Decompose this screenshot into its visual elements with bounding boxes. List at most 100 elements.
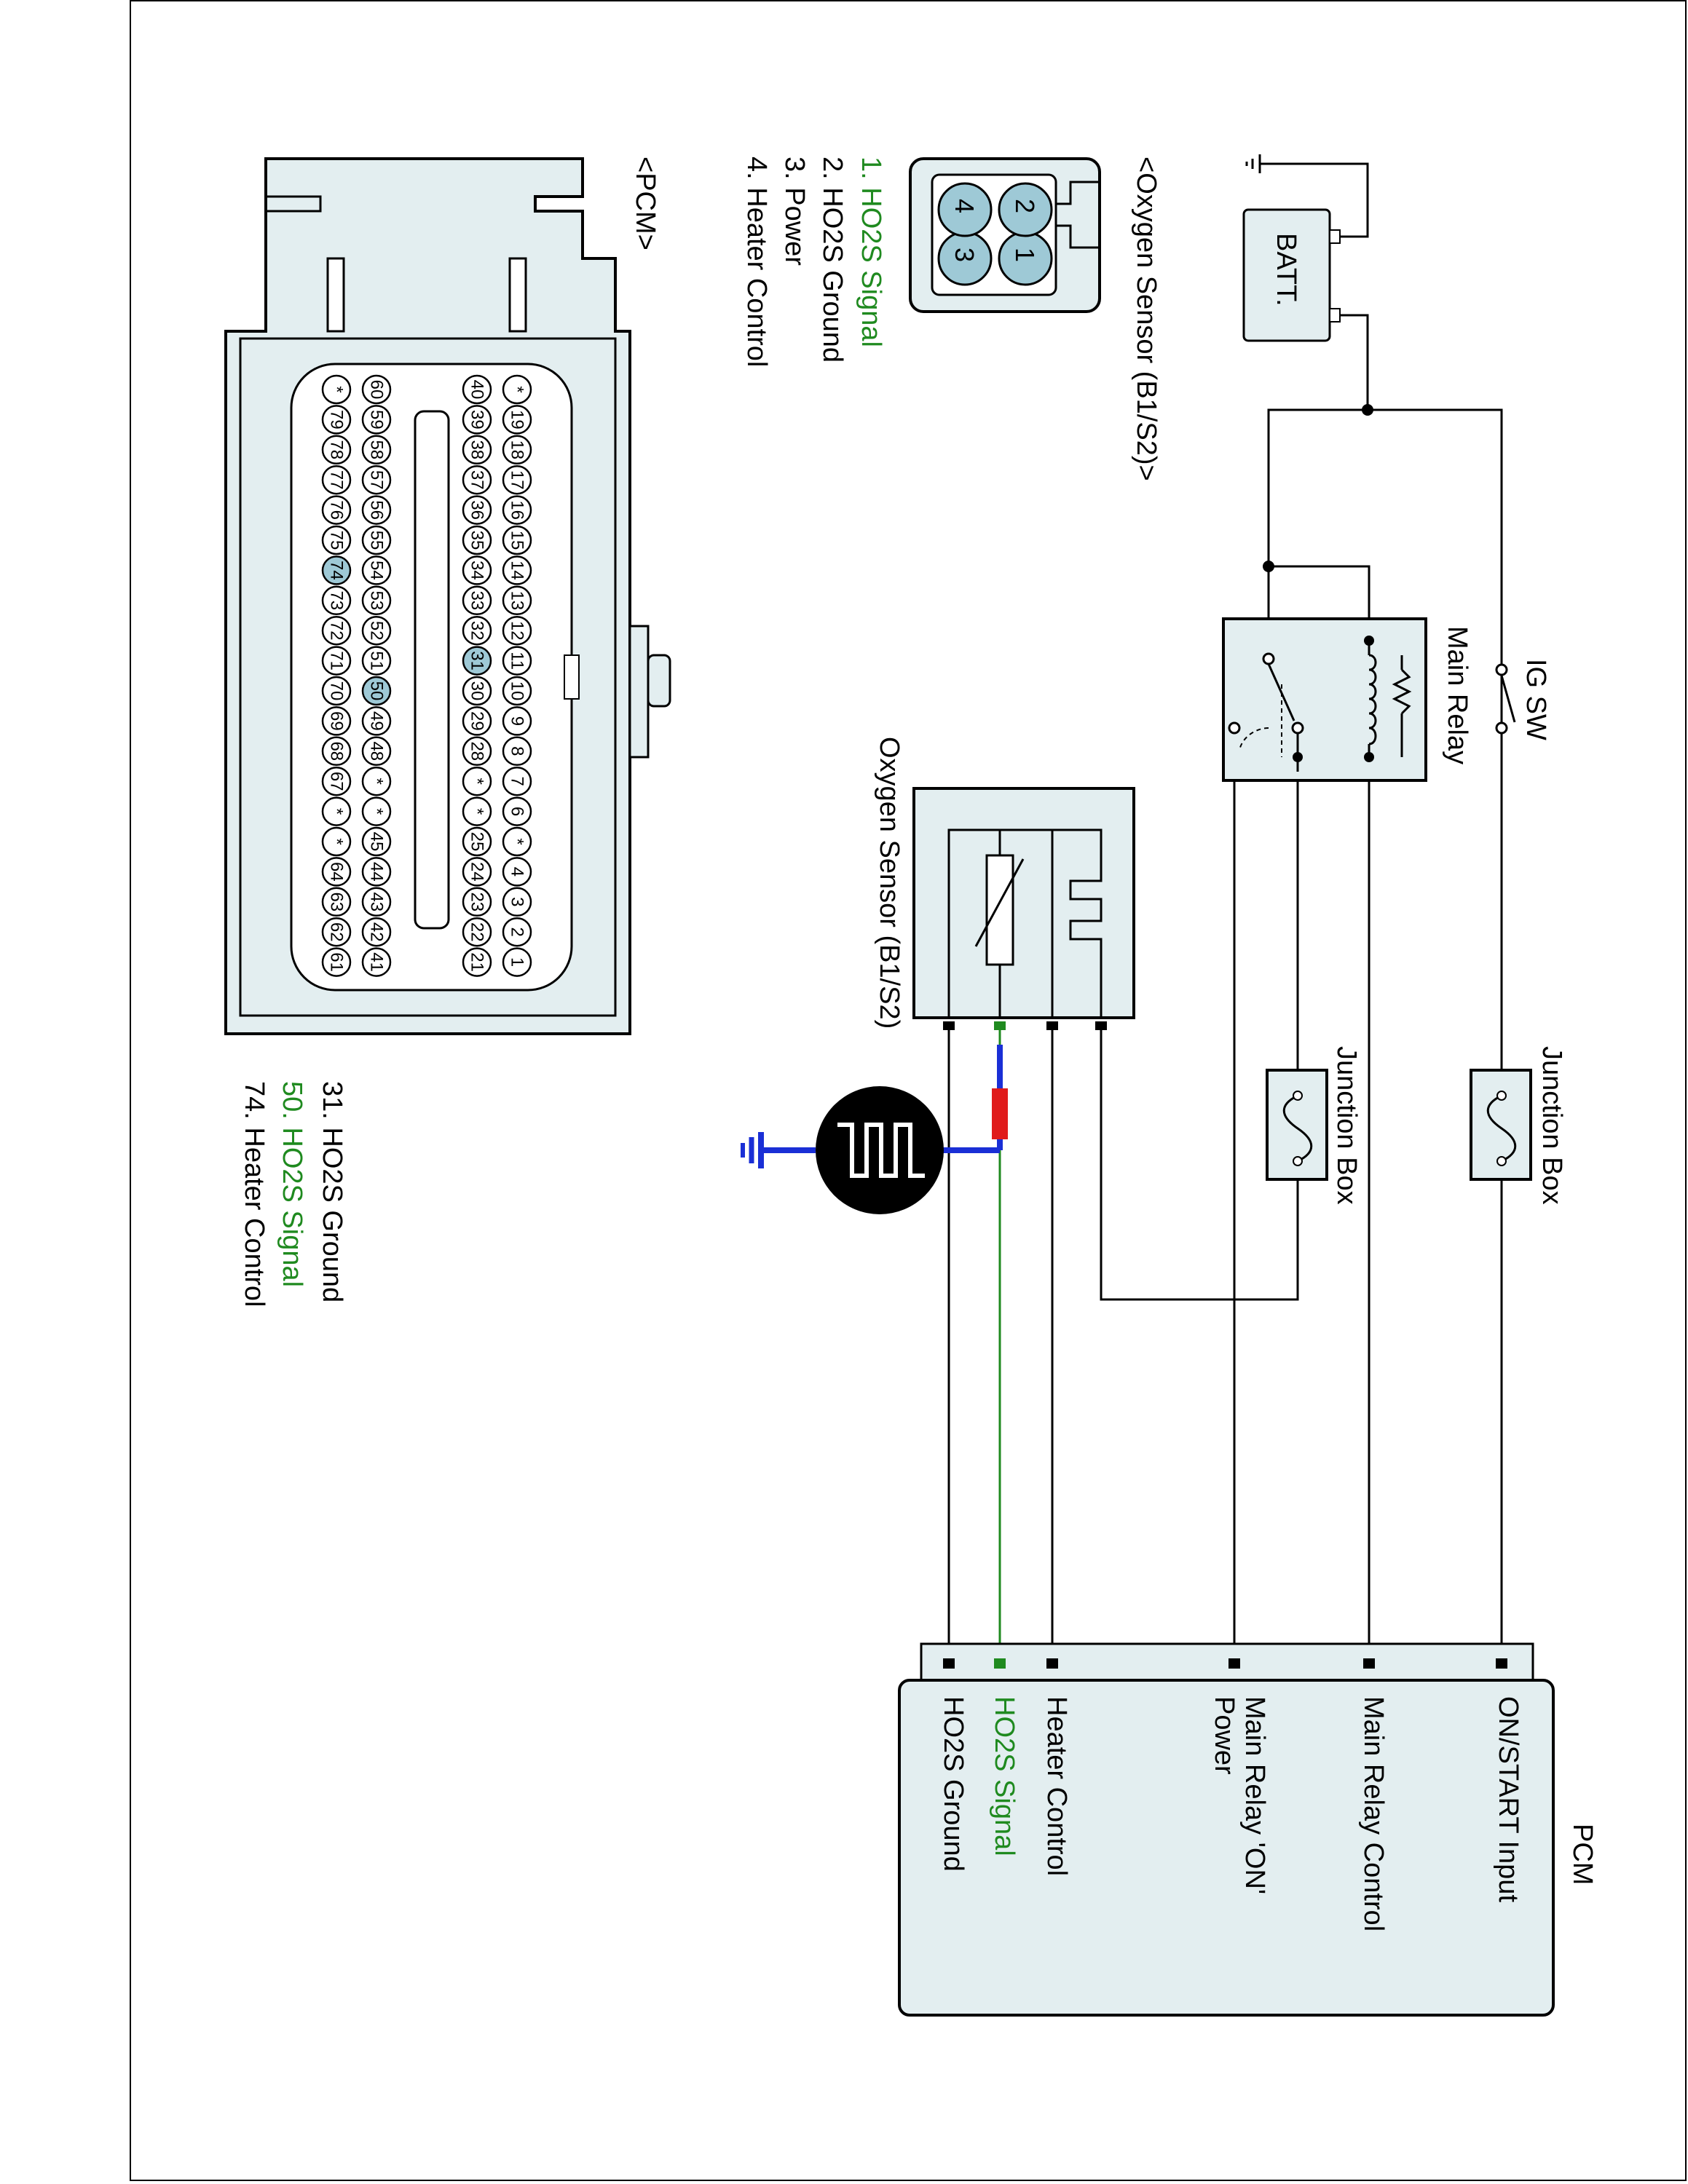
pcm-pin-label-ho2s-signal: HO2S Signal xyxy=(989,1696,1019,1856)
sensor-legend-4: 4. Heater Control xyxy=(741,157,772,368)
pcm-pin-label: 79 xyxy=(327,410,347,430)
pcm-pin-74 xyxy=(321,555,352,585)
battery xyxy=(1242,208,1341,342)
pcm-pin-label: 15 xyxy=(508,531,527,550)
pcm-pin-label: 17 xyxy=(508,470,527,490)
pcm-pin-unused xyxy=(502,826,532,857)
pcm-pin-9 xyxy=(502,706,532,736)
pcm-pin-label: 4 xyxy=(508,867,527,877)
pcm-legend-74: 74. Heater Control xyxy=(239,1081,269,1307)
oxygen-sensor xyxy=(912,787,1135,1030)
pcm-pin-label: 30 xyxy=(468,681,487,701)
pcm-pin-18 xyxy=(502,435,532,465)
pcm-pin-25 xyxy=(462,826,492,857)
pcm-pin-54 xyxy=(361,555,392,585)
pcm-pin-41 xyxy=(361,947,392,977)
pcm-pin-59 xyxy=(361,405,392,435)
pcm-pin-label: 62 xyxy=(327,922,347,942)
pcm-pin-label: 2 xyxy=(508,927,527,937)
wire-bus-relay xyxy=(1267,408,1368,619)
pcm-connector-face xyxy=(224,157,671,1035)
pcm-pin-label: 75 xyxy=(327,531,347,550)
pcm-pin-label: 39 xyxy=(468,410,487,430)
sensor-connector-title: <Oxygen Sensor (B1/S2)> xyxy=(1131,157,1162,481)
pcm-pin-label: 68 xyxy=(327,741,347,761)
pcm-pin-label: 36 xyxy=(468,500,487,520)
pcm-pin-39 xyxy=(462,405,492,435)
pcm-pin-label: 9 xyxy=(508,716,527,726)
pcm-pin-36 xyxy=(462,495,492,525)
pcm-pin-label: 42 xyxy=(367,922,387,942)
pcm-pin-16 xyxy=(502,495,532,525)
pcm-pin-76 xyxy=(321,495,352,525)
pcm-pin-48 xyxy=(361,736,392,767)
pcm-pin-label: 54 xyxy=(367,561,387,580)
pcm-pin-label: 43 xyxy=(367,892,387,911)
pcm-pin-45 xyxy=(361,826,392,857)
pcm-pin-52 xyxy=(361,615,392,646)
pcm-pin-label: 51 xyxy=(367,651,387,670)
pcm-pin-label: * xyxy=(367,808,387,815)
pcm-pin-unused xyxy=(462,766,492,796)
pcm-pin-label: 19 xyxy=(508,410,527,430)
pcm-pin-2 xyxy=(502,917,532,947)
pcm-pin-75 xyxy=(321,525,352,555)
pcm-pin-label: 24 xyxy=(468,862,487,882)
pcm-pin-30 xyxy=(462,676,492,706)
pcm-pin-69 xyxy=(321,706,352,736)
pcm-pin-label: 23 xyxy=(468,892,487,911)
shield xyxy=(741,1045,1008,1214)
pcm-pin-64 xyxy=(321,857,352,887)
pcm-pin-unused xyxy=(361,796,392,826)
pcm-pin-label: 44 xyxy=(367,862,387,882)
pcm-pin-55 xyxy=(361,525,392,555)
pcm-pin-34 xyxy=(462,555,492,585)
pcm-pin-11 xyxy=(502,646,532,676)
pcm-pin-32 xyxy=(462,615,492,646)
pcm-pin-61 xyxy=(321,947,352,977)
pcm-pin-35 xyxy=(462,525,492,555)
pcm-pin-label-ho2s-ground: HO2S Ground xyxy=(938,1696,969,1872)
page-frame xyxy=(130,0,1687,2181)
pcm-pin-label: 21 xyxy=(468,952,487,972)
ground-symbol xyxy=(1245,154,1261,173)
pcm-pin-3 xyxy=(502,887,532,917)
pcm-pin-label: 60 xyxy=(367,380,387,400)
pcm-pin-10 xyxy=(502,676,532,706)
pcm-pin-label: * xyxy=(468,808,487,815)
pcm-pin-label: 64 xyxy=(327,862,347,882)
sensor-legend-3: 3. Power xyxy=(779,157,810,266)
pcm-pin-label: 77 xyxy=(327,470,347,490)
main-relay-label: Main Relay xyxy=(1442,626,1472,765)
pcm-pin-label: * xyxy=(508,838,527,844)
wire-relay-coil-feed xyxy=(1269,565,1370,619)
pcm-pin-label: 3 xyxy=(508,897,527,906)
pcm-pin-62 xyxy=(321,917,352,947)
pcm-pin-28 xyxy=(462,736,492,767)
pcm-pin-label: 10 xyxy=(508,681,527,701)
pcm-pin-13 xyxy=(502,585,532,616)
ig-switch xyxy=(1495,663,1516,735)
pcm-pin-38 xyxy=(462,435,492,465)
pcm-pin-label-on-start: ON/START Input xyxy=(1493,1696,1523,1902)
pcm-pin-label: 71 xyxy=(327,651,347,670)
wire-batt-negative xyxy=(1260,162,1369,238)
pcm-pin-8 xyxy=(502,736,532,767)
pcm-pin-label: 22 xyxy=(468,922,487,942)
pcm-pin-19 xyxy=(502,405,532,435)
pcm-pin-label: 35 xyxy=(468,531,487,550)
pcm-legend-50: 50. HO2S Signal xyxy=(277,1081,307,1288)
pcm-pin-29 xyxy=(462,706,492,736)
pcm-pin-label: 40 xyxy=(468,380,487,400)
pcm-pin-15 xyxy=(502,525,532,555)
sensor-cavity-2 xyxy=(998,182,1053,237)
pcm-pin-60 xyxy=(361,374,392,405)
pcm-pin-label: 74 xyxy=(327,561,347,580)
pcm-pin-label-main-relay-on-line2: Power xyxy=(1209,1696,1239,1775)
ig-switch-label: IG SW xyxy=(1521,659,1551,740)
pcm-pin-label: 49 xyxy=(367,711,387,731)
pcm-pin-43 xyxy=(361,887,392,917)
pcm-pin-label: 18 xyxy=(508,440,527,459)
pcm-pin-label: 34 xyxy=(468,561,487,580)
pcm-pin-label: 57 xyxy=(367,470,387,490)
